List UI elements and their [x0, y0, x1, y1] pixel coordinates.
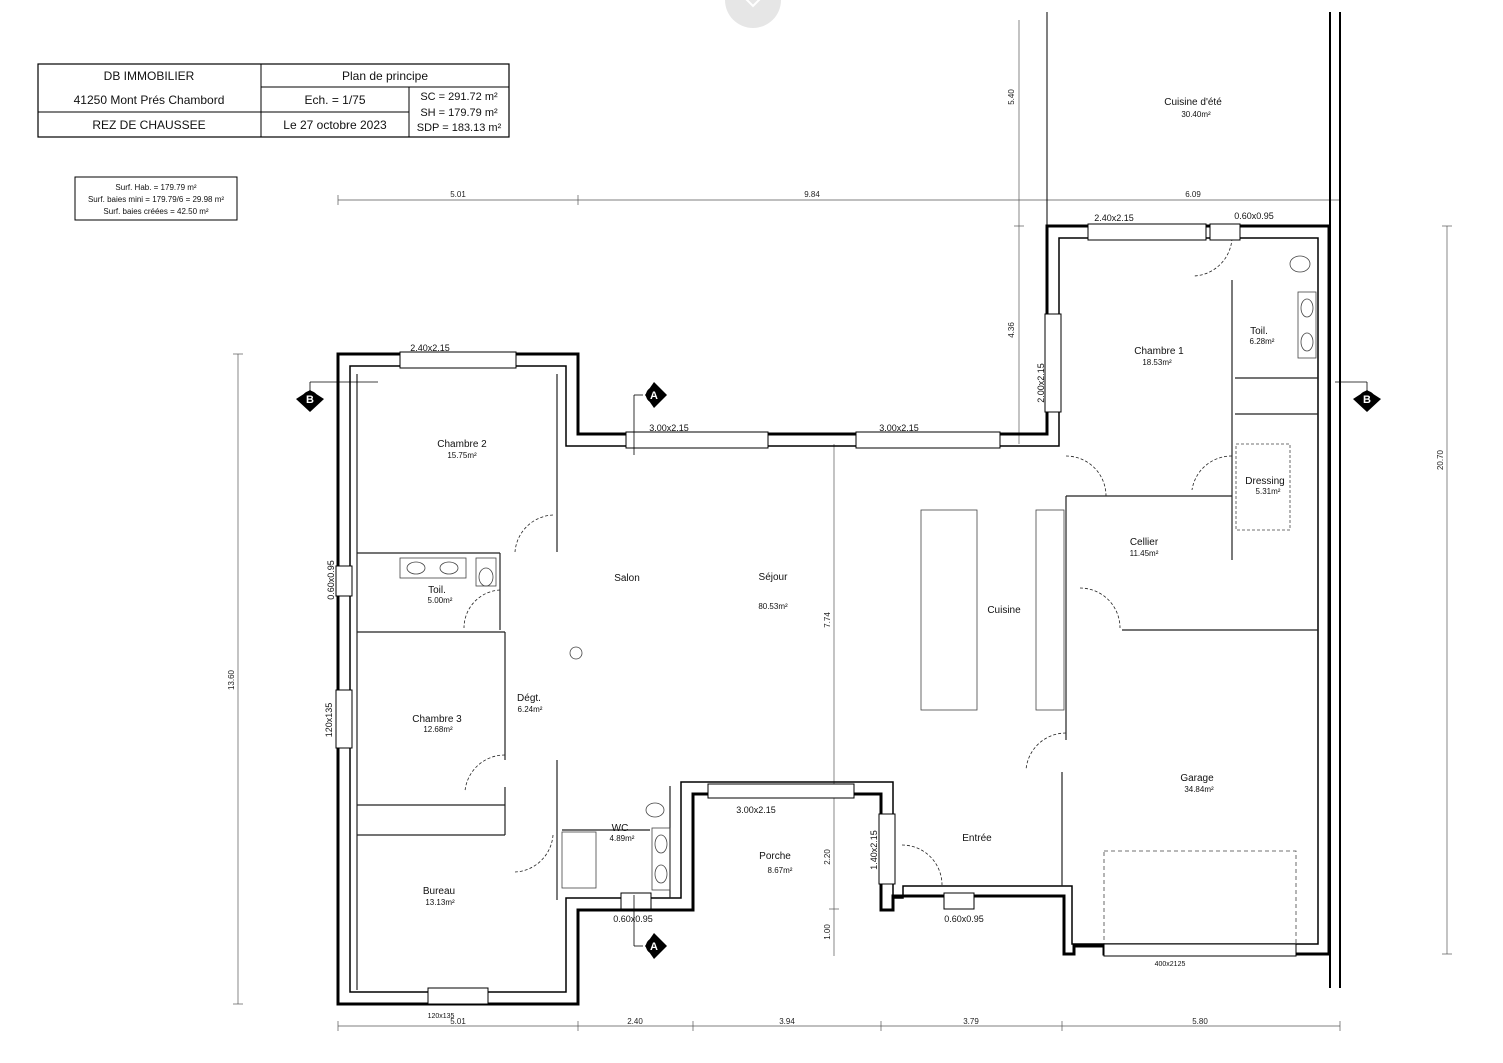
room-cuisine-ete-name: Cuisine d'été: [1164, 97, 1222, 108]
win-toil1-label: 0.60x0.95: [1234, 211, 1274, 221]
section-markers: B B A A: [296, 381, 1381, 959]
room-dressing-area: 5.31m²: [1256, 487, 1281, 496]
svg-text:B: B: [1363, 394, 1371, 406]
room-degt-area: 6.24m²: [518, 705, 543, 714]
room-toil1-name: Toil.: [1250, 326, 1268, 337]
win-wc-label: 0.60x0.95: [613, 914, 653, 924]
win-entree-side-label: 1.40x2.15: [869, 830, 879, 870]
win-bureau-label: 120x135: [428, 1013, 455, 1020]
room-sejour-area: 80.53m²: [758, 602, 788, 611]
dim-left: 13.60: [227, 669, 236, 690]
room-cuisine-name: Cuisine: [987, 605, 1021, 616]
room-labels: Cuisine d'été 30.40m² Chambre 1 18.53m² …: [412, 97, 1284, 907]
win-ch1-label: 2.40x2.15: [1094, 213, 1134, 223]
room-cellier-name: Cellier: [1130, 537, 1159, 548]
title-block: DB IMMOBILIER 41250 Mont Prés Chambord R…: [37, 63, 510, 138]
room-wc-area: 4.89m²: [610, 834, 635, 843]
room-entree-name: Entrée: [962, 833, 992, 844]
dim-bottom-5: 5.80: [1192, 1017, 1208, 1026]
win-sej1-label: 3.00x2.15: [649, 423, 689, 433]
room-chambre2-area: 15.75m²: [447, 451, 477, 460]
level-name: REZ DE CHAUSSEE: [92, 118, 205, 132]
room-chambre1-name: Chambre 1: [1134, 346, 1184, 357]
room-dressing-name: Dressing: [1245, 476, 1284, 487]
close-icon[interactable]: [725, 0, 781, 28]
dim-540: 5.40: [1007, 89, 1016, 105]
svg-text:B: B: [306, 394, 314, 406]
room-garage-area: 34.84m²: [1184, 785, 1214, 794]
surf-baies-creees: Surf. baies créées = 42.50 m²: [103, 207, 209, 216]
plan-title: Plan de principe: [342, 69, 428, 83]
address: 41250 Mont Prés Chambord: [74, 93, 225, 107]
dim-220: 2.20: [823, 849, 832, 865]
section-b-left-marker[interactable]: B: [296, 390, 324, 412]
room-chambre1-area: 18.53m²: [1142, 358, 1172, 367]
room-bureau-name: Bureau: [423, 886, 455, 897]
windows: [335, 223, 1297, 1005]
cuisine-ete-outline: [1046, 12, 1341, 988]
surfaces-box: Surf. Hab. = 179.79 m² Surf. baies mini …: [74, 176, 238, 221]
room-chambre3-area: 12.68m²: [423, 725, 453, 734]
room-chambre3-name: Chambre 3: [412, 714, 462, 725]
fixtures: [399, 255, 1317, 946]
room-porche-name: Porche: [759, 851, 791, 862]
date: Le 27 octobre 2023: [283, 118, 387, 132]
surface-sdp: SDP = 183.13 m²: [417, 122, 502, 134]
interior-partitions: [356, 280, 1318, 990]
room-toil2-area: 5.00m²: [428, 596, 453, 605]
room-sejour-name: Séjour: [759, 572, 789, 583]
surface-sh: SH = 179.79 m²: [420, 107, 498, 119]
room-wc-name: WC: [612, 823, 629, 834]
surf-baies-mini: Surf. baies mini = 179.79/6 = 29.98 m²: [88, 195, 224, 204]
company-name: DB IMMOBILIER: [104, 69, 195, 83]
dim-436: 4.36: [1007, 322, 1016, 338]
dim-774: 7.74: [823, 612, 832, 628]
dim-100: 1.00: [823, 924, 832, 940]
scale: Ech. = 1/75: [304, 93, 365, 107]
room-porche-area: 8.67m²: [768, 866, 793, 875]
exterior-walls: [336, 224, 1331, 1006]
win-garage-label: 400x2125: [1155, 961, 1186, 968]
room-bureau-area: 13.13m²: [425, 898, 455, 907]
section-b-right-marker[interactable]: B: [1353, 390, 1381, 412]
win-ch1-side-label: 2.00x2.15: [1036, 363, 1046, 403]
surf-hab: Surf. Hab. = 179.79 m²: [115, 183, 196, 192]
dim-bottom-1: 5.01: [450, 1017, 466, 1026]
room-cellier-area: 11.45m²: [1130, 549, 1159, 558]
win-porche-label: 3.00x2.15: [736, 805, 776, 815]
dimension-lines: 5.01 9.84 6.09 5.01 2.40 3.94 3.79 5.80 …: [227, 20, 1452, 1031]
dim-bottom-2: 2.40: [627, 1017, 643, 1026]
room-toil1-area: 6.28m²: [1250, 337, 1275, 346]
win-ch3-label: 120x135: [324, 703, 334, 738]
dim-top-2: 9.84: [804, 190, 820, 199]
room-salon-name: Salon: [614, 573, 640, 584]
room-toil2-name: Toil.: [428, 585, 446, 596]
dim-bottom-3: 3.94: [779, 1017, 795, 1026]
dim-top-3: 6.09: [1185, 190, 1201, 199]
dim-bottom-4: 3.79: [963, 1017, 979, 1026]
surface-sc: SC = 291.72 m²: [420, 91, 498, 103]
room-cuisine-ete-area: 30.40m²: [1181, 110, 1211, 119]
section-a-top-marker[interactable]: A: [645, 382, 667, 408]
doors: [463, 237, 1233, 886]
room-garage-name: Garage: [1180, 773, 1214, 784]
room-chambre2-name: Chambre 2: [437, 439, 487, 450]
win-entree-label: 0.60x0.95: [944, 914, 984, 924]
svg-text:A: A: [650, 390, 658, 402]
dim-right: 20.70: [1436, 449, 1445, 470]
win-sej2-label: 3.00x2.15: [879, 423, 919, 433]
room-degt-name: Dégt.: [517, 693, 541, 704]
window-labels: 2.40x2.15 0.60x0.95 2.40x2.15 3.00x2.15 …: [324, 211, 1274, 1020]
win-toil2-label: 0.60x0.95: [326, 560, 336, 600]
win-ch2-label: 2.40x2.15: [410, 343, 450, 353]
svg-text:A: A: [650, 941, 658, 953]
section-a-bottom-marker[interactable]: A: [645, 933, 667, 959]
dim-top-1: 5.01: [450, 190, 466, 199]
